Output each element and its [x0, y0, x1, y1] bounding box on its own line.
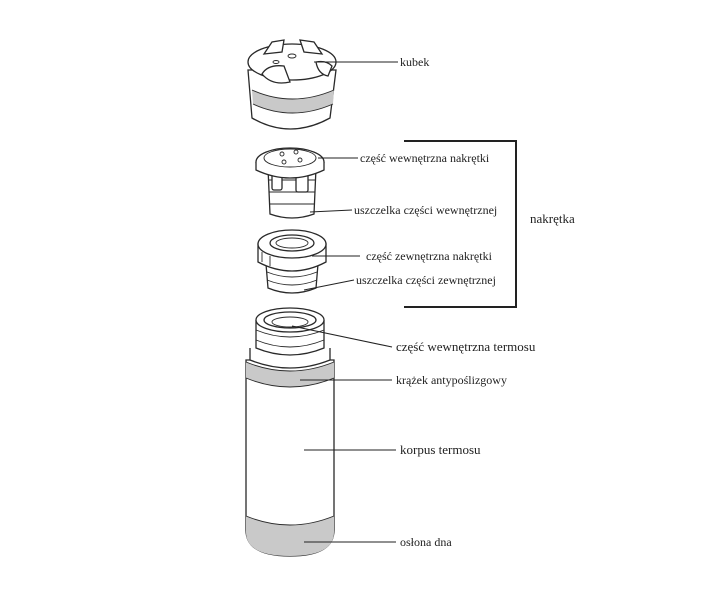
label-anti-slip-ring: krążek antypoślizgowy — [396, 373, 507, 387]
leader-inner-bottle — [291, 325, 393, 348]
label-cup: kubek — [400, 55, 429, 69]
cap-group-bracket — [404, 140, 517, 308]
label-inner-cap: część wewnętrzna nakrętki — [360, 151, 490, 165]
label-cap-group: nakrętka — [530, 211, 575, 226]
leader-outer-seal — [303, 279, 355, 291]
leader-inner-seal — [309, 209, 353, 213]
outer-cap-part — [257, 229, 327, 294]
bottle-part — [245, 307, 335, 557]
cup-part — [247, 39, 337, 130]
label-inner-seal: uszczelka części wewnętrznej — [354, 203, 497, 217]
label-inner-bottle: część wewnętrzna termosu — [396, 339, 536, 354]
label-outer-cap: część zewnętrzna nakrętki — [366, 249, 493, 263]
inner-cap-part — [255, 147, 325, 219]
label-outer-seal: uszczelka części zewnętrznej — [356, 273, 496, 287]
label-bottom-cover: osłona dna — [400, 535, 452, 549]
label-body: korpus termosu — [400, 442, 481, 457]
